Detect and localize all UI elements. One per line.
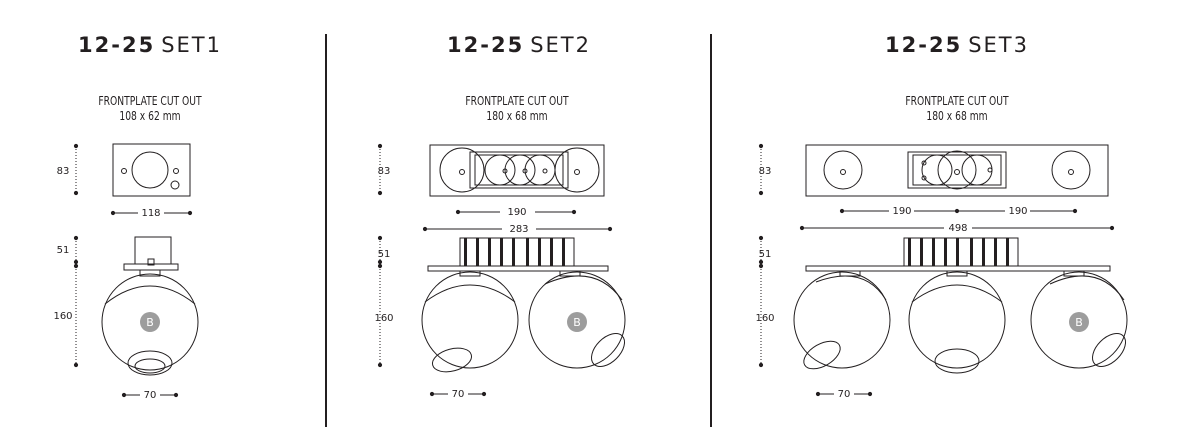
set2-badge-letter: B [573, 316, 581, 329]
set2-head-right [528, 271, 626, 369]
set3-badge-letter: B [1075, 316, 1083, 329]
set3-head-center [908, 271, 1006, 369]
set3-dim-head-height: 160 [755, 313, 774, 324]
set3-dim-total: 498 [948, 223, 967, 234]
set1-dim-plate-width: 118 [141, 208, 160, 219]
set2-dim-head-width: 70 [452, 389, 465, 400]
set1-dim-plate-height: 83 [57, 166, 70, 177]
set1-set-name: SET1 [161, 33, 222, 57]
set3-dim-spacing-right: 190 [1008, 206, 1027, 217]
set3-cutout-size: 180 x 68 mm [926, 109, 988, 123]
set2-dim-box-height: 51 [378, 249, 391, 260]
set2-dim-plate-height: 83 [378, 166, 391, 177]
set2-cutout-label: FRONTPLATE CUT OUT 180 x 68 mm [358, 94, 676, 124]
set3-drawing: B 83 190 190 498 51 160 70 [755, 143, 1128, 400]
set2-set-name: SET2 [530, 33, 591, 57]
set3-dim-head-width: 70 [838, 389, 851, 400]
set2-dim-head-height: 160 [374, 313, 393, 324]
set2-frontplate [429, 144, 605, 197]
set2-drawing: B 83 190 283 51 160 70 [374, 143, 626, 400]
set2-cutout-title: FRONTPLATE CUT OUT [465, 94, 569, 108]
set2-dim-total: 283 [509, 224, 528, 235]
set1-badge-letter: B [146, 316, 154, 329]
set1-cutout-size: 108 x 62 mm [119, 109, 181, 123]
set3-cutout-title: FRONTPLATE CUT OUT [905, 94, 1009, 108]
set3-dim-box-height: 51 [759, 249, 772, 260]
set1-drawing: B 83 118 51 160 70 [53, 143, 199, 401]
set1-box [134, 236, 172, 265]
set2-head-left [421, 271, 519, 369]
set1-model: 12-25 [78, 33, 156, 57]
divider-2 [710, 34, 712, 427]
set2-cutout-size: 180 x 68 mm [486, 109, 548, 123]
set2-model: 12-25 [447, 33, 525, 57]
set3-cutout-label: FRONTPLATE CUT OUT 180 x 68 mm [750, 94, 1163, 124]
divider-1 [325, 34, 327, 427]
set1-dim-head-height: 160 [53, 311, 72, 322]
set2-mount-plate [427, 265, 609, 272]
set3-frontplate [805, 144, 1109, 197]
set3-dim-plate-height: 83 [759, 166, 772, 177]
set1-frontplate [112, 143, 191, 197]
set1-badge [140, 312, 160, 332]
set1-dim-box-height: 51 [57, 245, 70, 256]
set1-plate-hole [131, 151, 169, 189]
set2-dim-spacing: 190 [507, 207, 526, 218]
set3-model: 12-25 [885, 33, 963, 57]
set1-head [101, 273, 199, 371]
set1-cutout-title: FRONTPLATE CUT OUT [98, 94, 202, 108]
set3-dim-spacing-left: 190 [892, 206, 911, 217]
set3-set-name: SET3 [968, 33, 1029, 57]
set3-mount-plate [805, 265, 1111, 272]
set3-badge [1069, 312, 1089, 332]
set1-dim-head-width: 70 [144, 390, 157, 401]
set3-head-right [1030, 271, 1128, 369]
set1-cutout-label: FRONTPLATE CUT OUT 108 x 62 mm [23, 94, 278, 124]
set3-head-left [793, 271, 891, 369]
set2-badge [567, 312, 587, 332]
